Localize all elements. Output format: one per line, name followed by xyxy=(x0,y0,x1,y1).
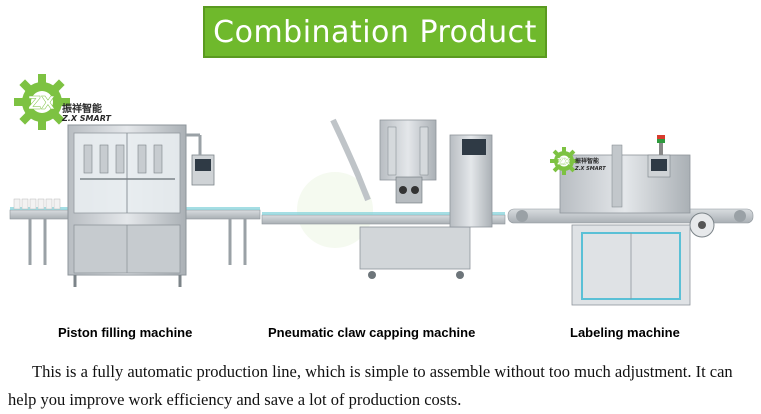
title-banner: Combination Product xyxy=(203,6,547,58)
machine-label-filling: Piston filling machine xyxy=(58,325,193,340)
machine-label-capping: Pneumatic claw capping machine xyxy=(268,325,476,340)
company-logo-small: ZX 振祥智能 Z.X SMART xyxy=(549,146,613,180)
logo-small-en-text: Z.X SMART xyxy=(575,166,606,172)
machine-label-labeling: Labeling machine xyxy=(570,325,680,340)
banner-title: Combination Product xyxy=(213,14,537,50)
logo-small-cn-text: 振祥智能 xyxy=(575,158,600,165)
watermark-gear-icon xyxy=(297,172,373,248)
description-paragraph: This is a fully automatic production lin… xyxy=(8,362,733,409)
logo-en-text: Z.X SMART xyxy=(62,114,111,123)
capping-machine-image xyxy=(261,118,506,279)
logo-cn-text: 振祥智能 xyxy=(62,104,102,115)
logo-mark: ZX xyxy=(28,93,55,114)
piston-filling-machine-image xyxy=(9,124,261,287)
company-logo: ZX 振祥智能 Z.X SMART xyxy=(12,72,132,132)
logo-small-mark: ZX xyxy=(557,158,571,168)
gear-logo-small-icon: ZX xyxy=(550,147,578,175)
production-line-illustration xyxy=(9,118,754,306)
gear-logo-icon: ZX xyxy=(14,74,70,130)
labeling-machine-image xyxy=(507,135,754,306)
